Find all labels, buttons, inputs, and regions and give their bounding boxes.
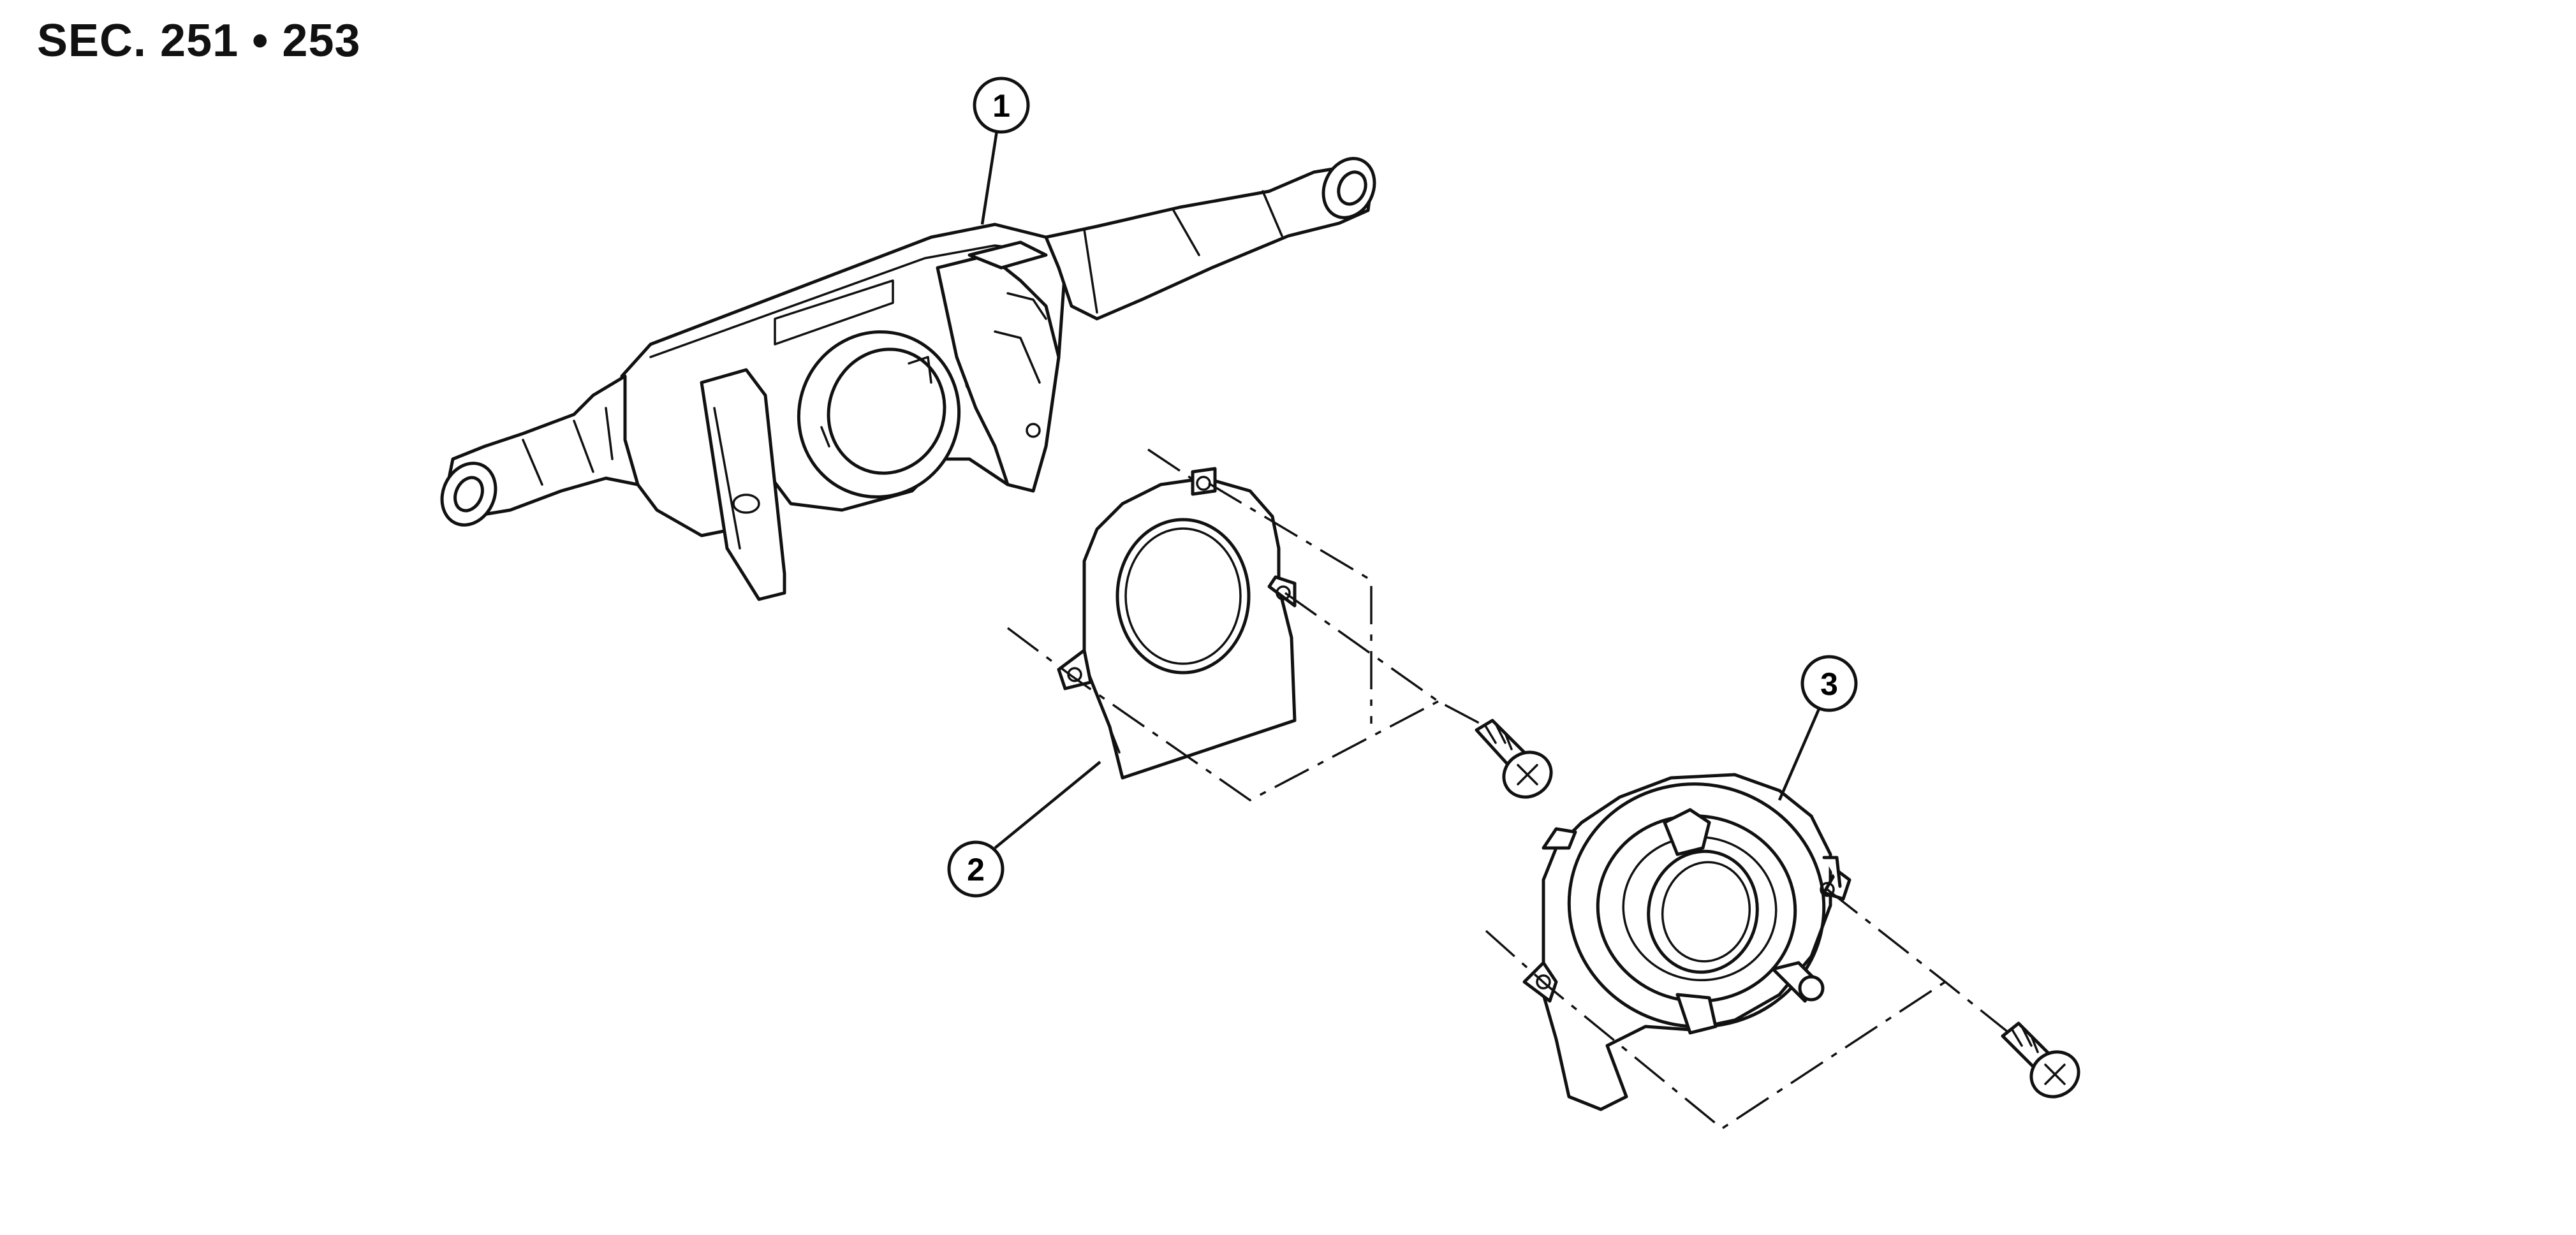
spiral-cable (1485, 704, 2010, 1130)
screw-icon (2001, 1021, 2080, 1099)
callout-1-label: 1 (992, 88, 1010, 124)
switch-base-cover (994, 448, 1493, 849)
combination-switch (440, 130, 1376, 601)
callout-1: 1 (973, 77, 1030, 134)
screw-icon (1475, 719, 1553, 799)
callout-3-label: 3 (1820, 666, 1838, 702)
callout-2-label: 2 (967, 852, 985, 888)
callout-2: 2 (947, 840, 1005, 898)
callout-3: 3 (1800, 655, 1858, 712)
section-title: SEC. 251 • 253 (37, 15, 361, 66)
